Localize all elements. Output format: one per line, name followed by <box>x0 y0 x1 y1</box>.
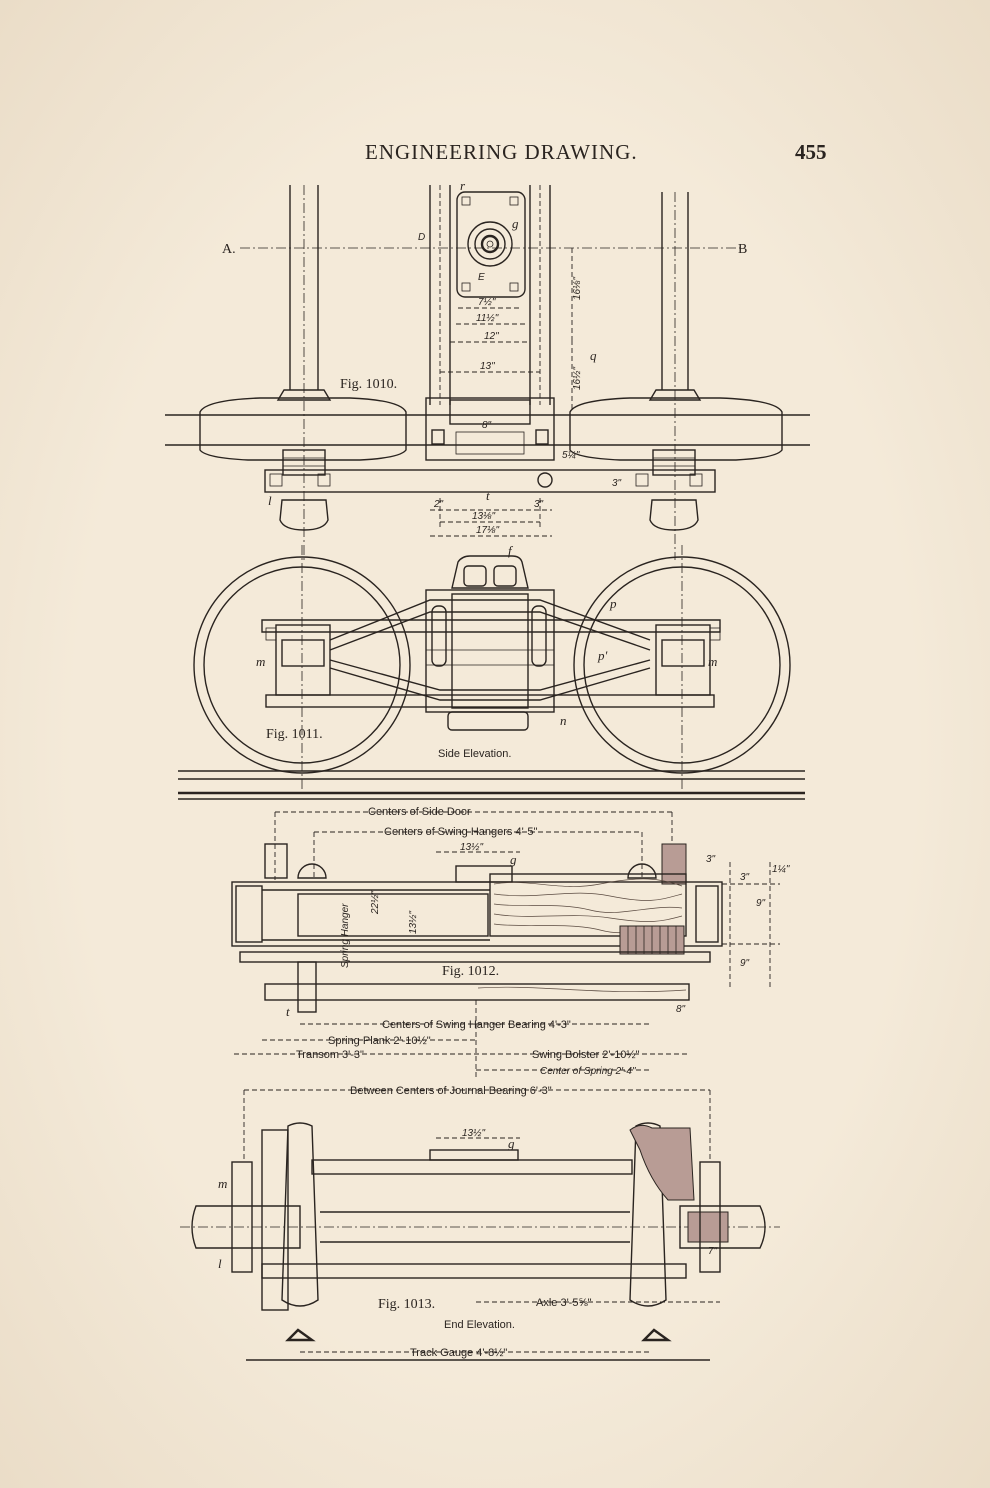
dim-spring-plank: Spring Plank 2'-10½" <box>328 1035 431 1047</box>
label-p-prime: p' <box>597 648 608 663</box>
fig-1011-caption: Fig. 1011. <box>266 727 323 742</box>
dim-swing-bolster: Swing Bolster 2'-10½" <box>532 1049 640 1061</box>
label-q: q <box>590 348 597 363</box>
dim-3-right: 3" <box>612 478 622 489</box>
dim-13-5-fig1012: 13½" <box>460 842 483 853</box>
label-m-fig1013: m <box>218 1176 227 1191</box>
section-label-a: A. <box>222 242 236 257</box>
fig-1010-plan: A. B D r g E 7½" 11½" 12" 13" 16⅛" <box>165 178 810 560</box>
dim-swing-hangers: Centers of Swing Hangers 4'-5" <box>384 826 537 838</box>
label-p: p <box>609 596 617 611</box>
dim-transom: Transom 3'-3" <box>296 1049 364 1061</box>
dim-16-5: 16½" <box>572 367 583 390</box>
dim-9b: 9" <box>740 958 750 969</box>
dim-9: 9" <box>756 898 766 909</box>
fig-1013-end-elevation: Between Centers of Journal Bearing 6'-3"… <box>180 1085 780 1361</box>
label-t-fig1012: t <box>286 1004 290 1019</box>
fig-1013-caption: Fig. 1013. <box>378 1297 435 1312</box>
label-m-right: m <box>708 654 717 669</box>
label-g: g <box>512 216 519 231</box>
page-number: 455 <box>795 140 827 164</box>
label-e: E <box>478 272 485 283</box>
label-r: r <box>460 178 466 193</box>
dim-8-fig1012: 8" <box>676 1004 686 1015</box>
label-l-fig1013: l <box>218 1256 222 1271</box>
dim-journal-bearing: Between Centers of Journal Bearing 6'-3" <box>350 1085 552 1097</box>
dim-7-5: 7½" <box>478 297 496 308</box>
dim-7-fig1013: 7" <box>708 1246 718 1257</box>
dim-center-spring: Center of Spring 2'-4" <box>540 1066 636 1077</box>
section-label-b: B <box>738 242 747 257</box>
running-head: ENGINEERING DRAWING. <box>365 140 638 164</box>
dim-5-1-4: 5¼" <box>562 449 580 461</box>
fig-1011-side-elevation: f p p' n m m Fig. 1011. Side Elevation. <box>178 543 805 800</box>
label-d: D <box>418 232 425 243</box>
fig-1012-caption: Fig. 1012. <box>442 964 499 979</box>
dim-3: 3" <box>534 499 544 510</box>
dim-1-1-4: 1¼" <box>772 863 790 875</box>
dim-16-1-8: 16⅛" <box>572 277 583 300</box>
label-t: t <box>486 488 490 503</box>
label-l: l <box>268 493 272 508</box>
dim-12: 12" <box>484 331 499 342</box>
dim-spring-hanger: Spring Hanger <box>340 903 351 968</box>
dim-hanger-bearing: Centers of Swing Hanger Bearing 4'-3" <box>382 1019 571 1031</box>
dim-3b: 3" <box>740 872 750 883</box>
dim-22-5: 22½" <box>370 891 381 915</box>
dim-8: 8" <box>482 420 492 431</box>
dim-13-5b: 13½" <box>408 911 419 934</box>
dim-11-5: 11½" <box>476 313 499 324</box>
label-m-left: m <box>256 654 265 669</box>
dim-13: 13" <box>480 361 495 372</box>
fig-1010-caption: Fig. 1010. <box>340 377 397 392</box>
fig-1011-subtitle: Side Elevation. <box>438 748 511 760</box>
dim-2: 2" <box>433 499 444 510</box>
label-n: n <box>560 713 567 728</box>
label-g-fig1012: g <box>510 852 517 867</box>
dim-track-gauge: Track Gauge 4'-8½" <box>410 1347 507 1359</box>
dim-13-5-fig1013: 13½" <box>462 1128 485 1139</box>
label-g-fig1013: g <box>508 1136 515 1151</box>
dim-17-1-8: 17⅛" <box>476 525 499 536</box>
dim-13-1-8: 13⅛" <box>472 511 495 522</box>
dim-3a: 3" <box>706 854 716 865</box>
fig-1012-section: Centers of Side Door Centers of Swing Ha… <box>231 806 790 1080</box>
fig-1013-subtitle: End Elevation. <box>444 1319 515 1331</box>
dim-axle: Axle 3'-5⅝" <box>536 1297 592 1309</box>
dim-side-door: Centers of Side Door <box>368 806 471 818</box>
label-f: f <box>508 543 514 558</box>
